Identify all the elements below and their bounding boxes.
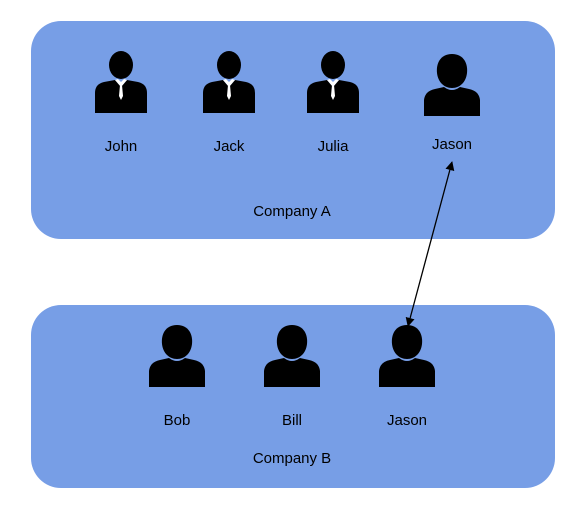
person-julia[interactable]: Julia — [293, 51, 373, 155]
person-name-label: Jason — [386, 412, 428, 429]
person-name-label: Bob — [163, 412, 191, 429]
company-b-label: Company B — [252, 450, 332, 467]
person-jason-company-b[interactable]: Jason — [367, 325, 447, 429]
company-a-label: Company A — [253, 203, 331, 220]
person-name-label: Jack — [213, 138, 245, 155]
person-bill[interactable]: Bill — [252, 325, 332, 429]
person-name-label: Bill — [281, 412, 302, 429]
person-name-label: John — [104, 138, 138, 155]
person-name-label: Jason — [431, 136, 473, 153]
businessman-icon — [93, 51, 149, 113]
businessman-icon — [305, 51, 361, 113]
user-icon — [148, 325, 206, 387]
user-icon — [378, 325, 436, 387]
person-jason-company-a[interactable]: Jason — [412, 54, 492, 153]
person-bob[interactable]: Bob — [137, 325, 217, 429]
user-icon — [263, 325, 321, 387]
user-icon — [423, 54, 481, 116]
person-name-label: Julia — [317, 138, 349, 155]
businessman-icon — [201, 51, 257, 113]
person-john[interactable]: John — [81, 51, 161, 155]
person-jack[interactable]: Jack — [189, 51, 269, 155]
